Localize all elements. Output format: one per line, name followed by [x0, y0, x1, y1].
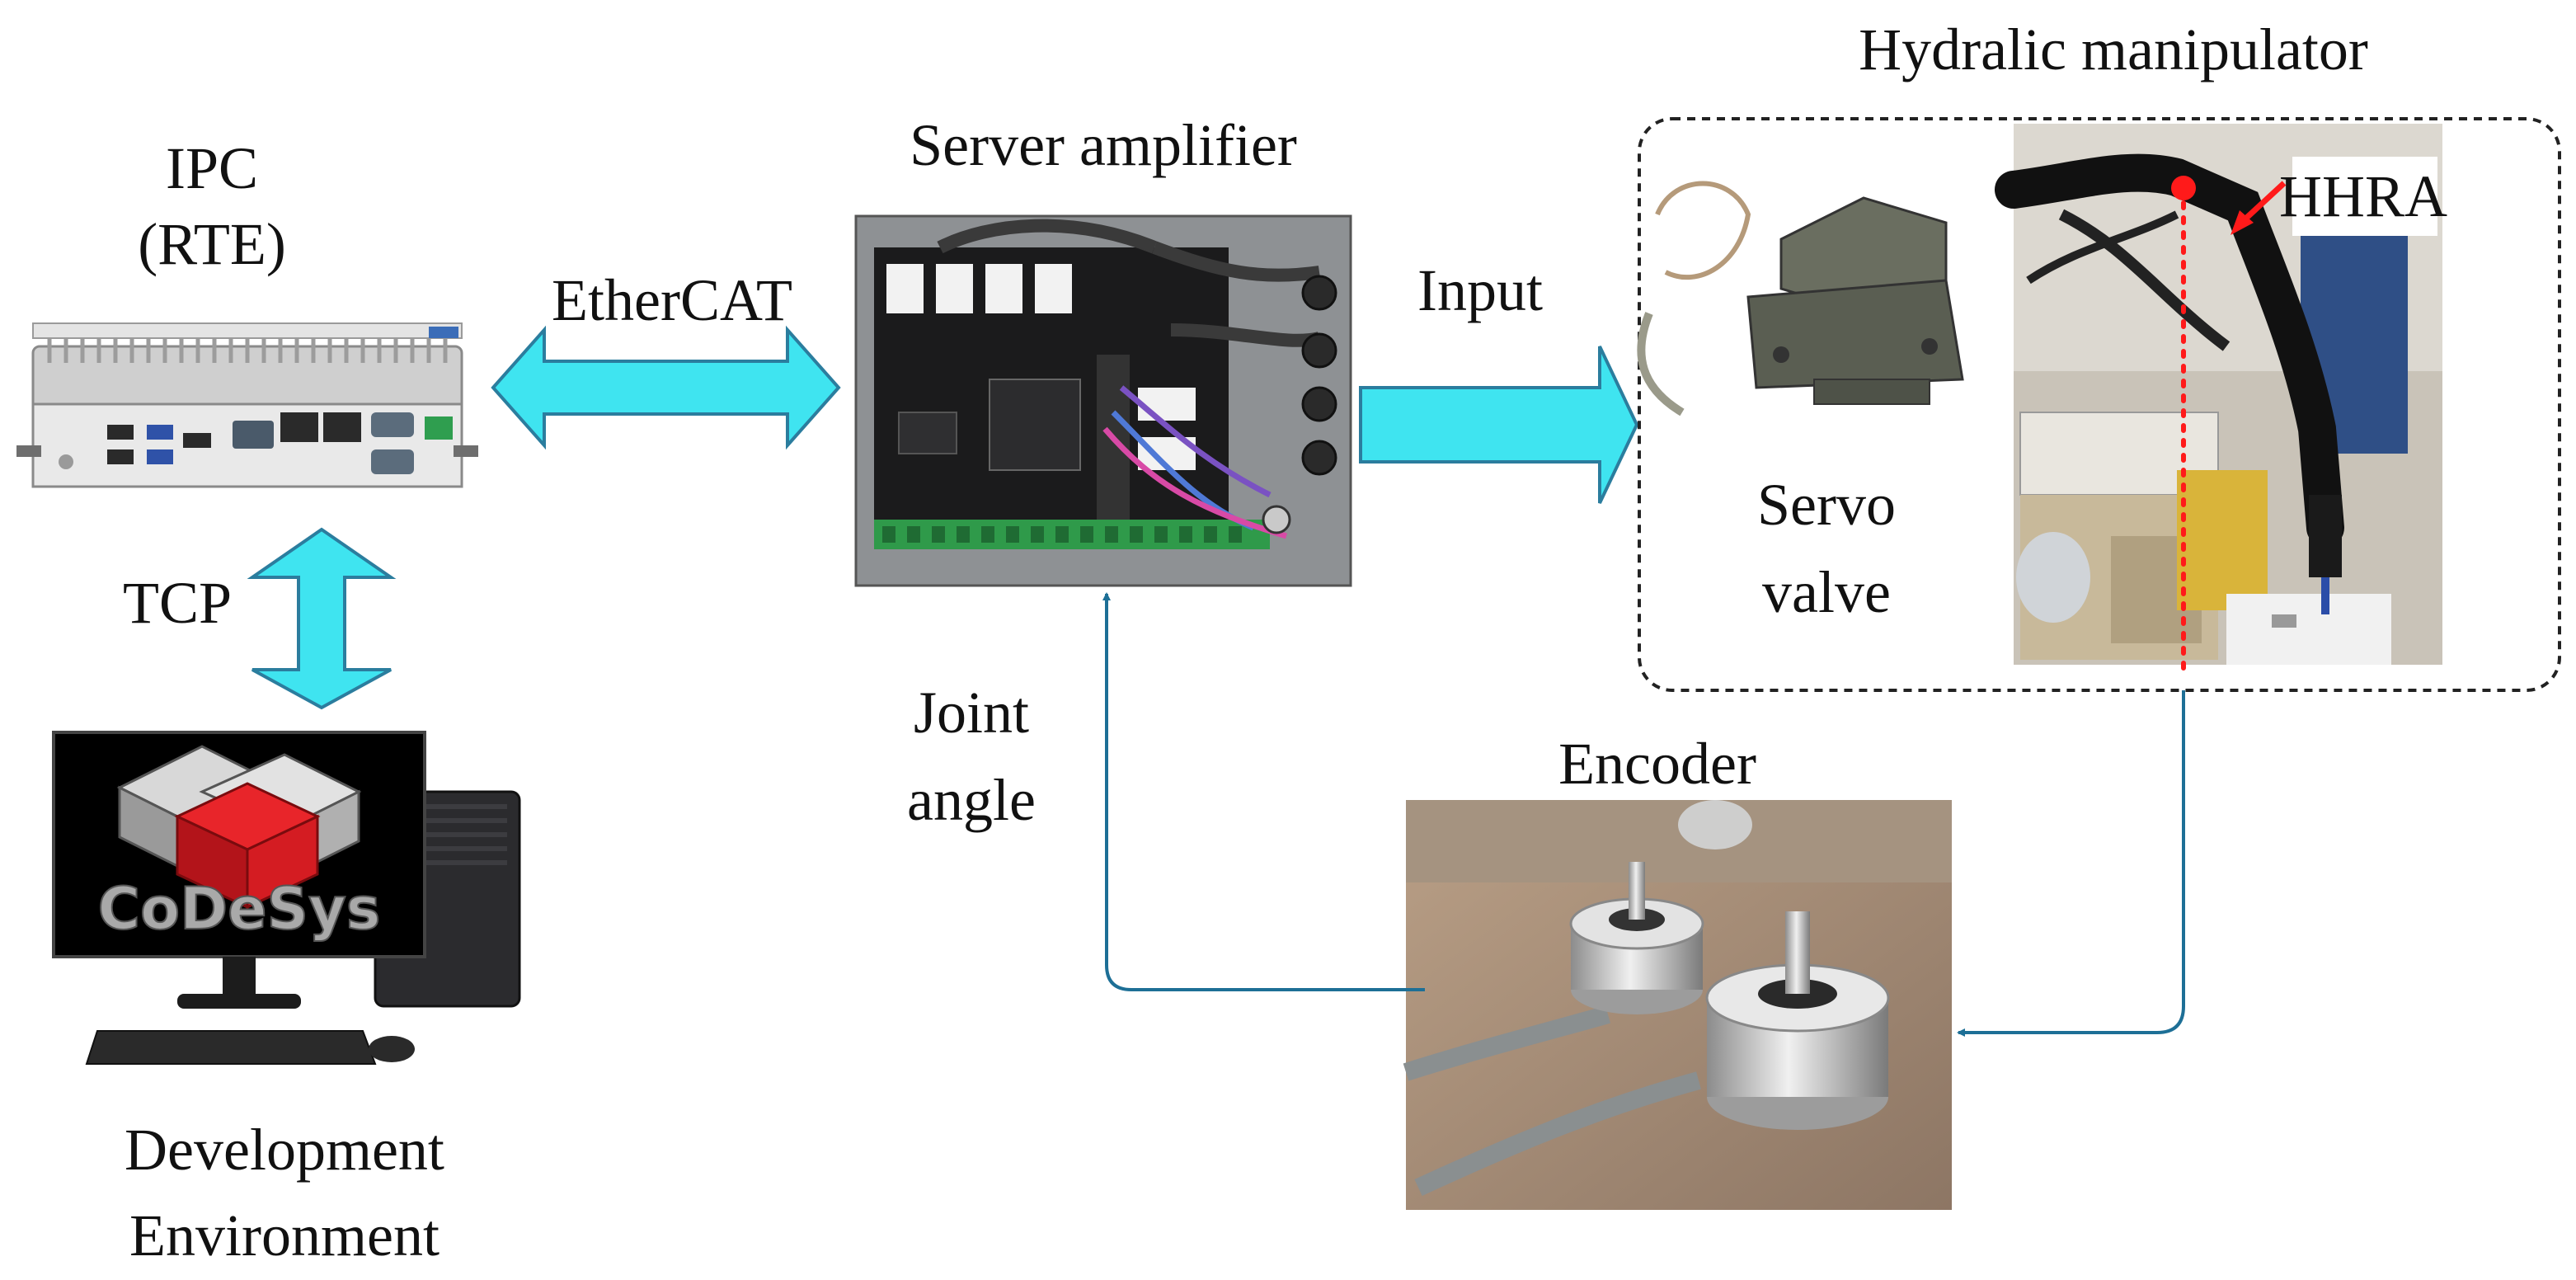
server-amplifier-label: Server amplifier [910, 112, 1297, 178]
joint-angle-label-line2: angle [907, 767, 1036, 833]
hhra-label: HHRA [2279, 163, 2447, 229]
server-amplifier: Server amplifier [854, 112, 1352, 587]
input-link: Input [1359, 257, 1639, 504]
ethercat-link: EtherCAT [491, 267, 841, 450]
manipulator-to-encoder-line [1957, 690, 2185, 1037]
hhra-pointer-arrow [2239, 181, 2287, 225]
circuit-board-icon [854, 214, 1352, 587]
servo-valve-label-line1: Servo [1757, 472, 1896, 538]
tcp-link: TCP [123, 527, 397, 710]
servo-valve-label-line2: valve [1762, 559, 1891, 625]
ipc-label-line1: IPC [166, 135, 258, 201]
codesys-cubes-icon [116, 745, 362, 910]
encoder-label: Encoder [1558, 731, 1756, 797]
joint-angle-label-line1: Joint [914, 680, 1029, 746]
encoder-to-amplifier-line [1102, 592, 1425, 991]
robotic-arm-icon [1995, 124, 2442, 675]
codesys-logo-text: CoDeSys [98, 875, 381, 943]
tcp-label: TCP [123, 570, 232, 636]
ethercat-double-arrow [491, 325, 841, 450]
hydraulic-manipulator-label: Hydralic manipulator [1859, 16, 2368, 82]
input-label: Input [1417, 257, 1543, 323]
input-arrow [1359, 346, 1639, 504]
feedback-lines: Joint angle [907, 592, 2185, 1037]
devenv-label-line1: Development [125, 1117, 444, 1183]
rotary-encoder-icon [1403, 800, 1952, 1210]
desktop-computer-icon: CoDeSys [52, 731, 521, 1065]
hydraulic-manipulator: Hydralic manipulator Servo valve [1637, 16, 2561, 692]
encoder: Encoder [1403, 731, 1952, 1210]
ethercat-label: EtherCAT [552, 267, 792, 333]
ipc-device: IPC (RTE) [16, 135, 478, 488]
ipc-label-line2: (RTE) [138, 211, 286, 277]
tcp-double-arrow [247, 527, 397, 710]
industrial-pc-icon [16, 322, 478, 488]
development-environment: CoDeSys Development Environment [52, 731, 521, 1268]
servo-valve-icon [1637, 181, 1964, 416]
hydraulic-manipulator-box [1638, 117, 2561, 692]
devenv-label-line2: Environment [129, 1202, 440, 1268]
